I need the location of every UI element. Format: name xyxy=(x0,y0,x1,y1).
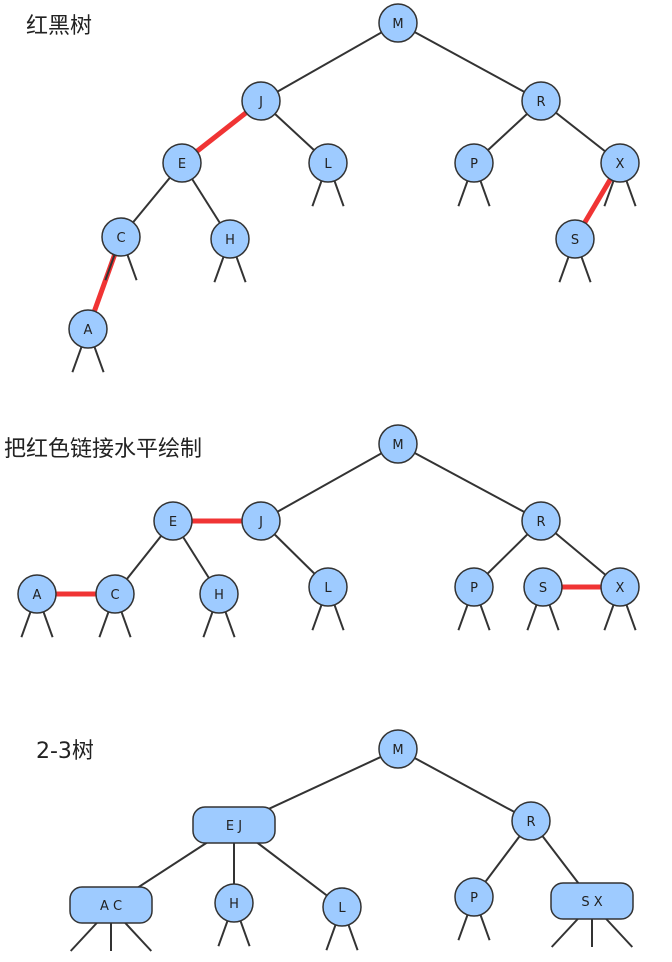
node-label-r: R xyxy=(536,515,545,530)
node-label-j: J xyxy=(258,515,263,530)
node-s-circle xyxy=(523,567,563,607)
node-label-p: P xyxy=(470,581,478,596)
node-label-a: A xyxy=(84,323,93,338)
node-p-circle xyxy=(454,877,494,917)
node-x-circle xyxy=(600,567,640,607)
section-title-red-black-tree: 红黑树 xyxy=(26,14,93,39)
node-label-p: P xyxy=(470,157,478,172)
node-label-c: C xyxy=(110,588,119,603)
node-label-a: A xyxy=(33,588,42,603)
node-label-h: H xyxy=(229,897,239,912)
node-label-l: L xyxy=(324,157,332,172)
node-r-circle xyxy=(511,801,551,841)
node-a-circle xyxy=(17,574,57,614)
node-label-s: S xyxy=(539,581,547,596)
null-link-s-x-0 xyxy=(550,916,581,948)
null-link-a-c-2 xyxy=(122,920,153,952)
null-link-s-x-2 xyxy=(603,916,634,948)
node-e-circle xyxy=(162,143,202,183)
node-l-circle xyxy=(308,567,348,607)
node-label-p: P xyxy=(470,891,478,906)
node-label-h: H xyxy=(225,233,235,248)
node-l-circle xyxy=(308,143,348,183)
node-label-x: X xyxy=(616,157,625,172)
null-link-a-c-0 xyxy=(69,920,100,952)
node-label-l: L xyxy=(338,901,346,916)
node-a-circle xyxy=(68,309,108,349)
node-r-circle xyxy=(521,81,561,121)
node-label-m: M xyxy=(392,438,403,453)
node-label-a-c: A C xyxy=(100,899,122,914)
node-h-circle xyxy=(199,574,239,614)
node-c-circle xyxy=(95,574,135,614)
node-label-j: J xyxy=(258,95,263,110)
node-j-circle xyxy=(241,81,281,121)
node-label-e: E xyxy=(169,515,177,530)
node-p-circle xyxy=(454,143,494,183)
node-h-circle xyxy=(210,219,250,259)
link-m-r xyxy=(397,443,542,522)
node-a-c-box xyxy=(69,886,153,924)
node-label-m: M xyxy=(392,17,403,32)
link-m-r xyxy=(397,22,542,102)
node-e-j-box xyxy=(192,806,276,844)
node-j-circle xyxy=(241,501,281,541)
node-l-circle xyxy=(322,887,362,927)
node-x-circle xyxy=(600,143,640,183)
link-m-r xyxy=(397,748,532,822)
node-label-r: R xyxy=(526,815,535,830)
node-label-x: X xyxy=(616,581,625,596)
node-label-l: L xyxy=(324,581,332,596)
node-m-circle xyxy=(378,729,418,769)
node-label-h: H xyxy=(214,588,224,603)
node-label-e-j: E J xyxy=(226,819,242,834)
node-c-circle xyxy=(101,217,141,257)
link-m-j xyxy=(260,22,399,102)
node-label-s-x: S X xyxy=(581,895,602,910)
node-label-e: E xyxy=(178,157,186,172)
node-m-circle xyxy=(378,424,418,464)
node-r-circle xyxy=(521,501,561,541)
node-h-circle xyxy=(214,883,254,923)
node-s-circle xyxy=(555,219,595,259)
section-title-2-3-tree: 2-3树 xyxy=(36,739,94,764)
node-m-circle xyxy=(378,3,418,43)
node-p-circle xyxy=(454,567,494,607)
node-label-r: R xyxy=(536,95,545,110)
node-label-c: C xyxy=(116,231,125,246)
section-title-horizontal-red-links: 把红色链接水平绘制 xyxy=(4,437,203,462)
node-e-circle xyxy=(153,501,193,541)
node-s-x-box xyxy=(550,882,634,920)
node-label-m: M xyxy=(392,743,403,758)
link-m-j xyxy=(260,443,399,522)
node-label-s: S xyxy=(571,233,579,248)
